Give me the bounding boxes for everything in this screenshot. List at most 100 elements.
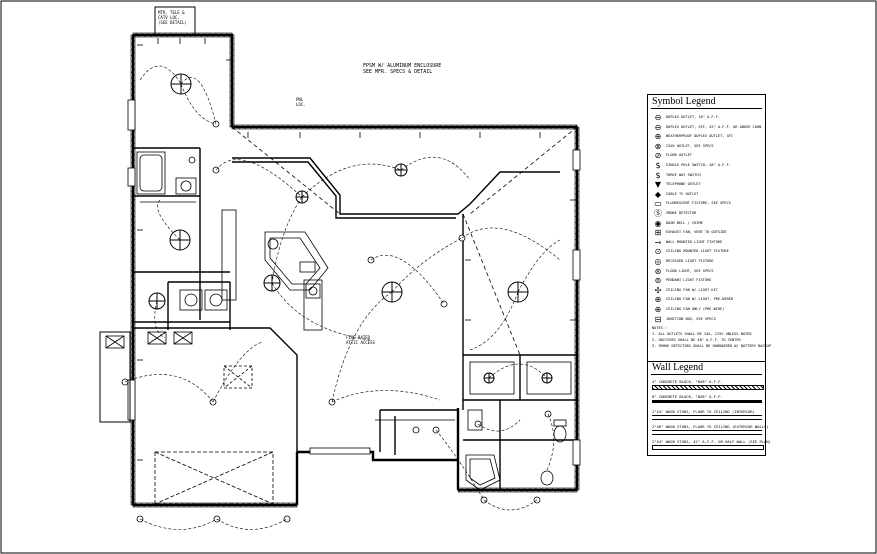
note-item-3: 3. SMOKE DETECTORS SHALL BE HARDWIRED W/… bbox=[652, 344, 771, 348]
cable-jack-icon: ◆ bbox=[654, 189, 662, 199]
attic-note: FIRE RATED ATTIC ACCESS bbox=[346, 335, 375, 345]
meter-note-line-3: (SEE DETAIL) bbox=[158, 20, 187, 25]
wall-legend-divider bbox=[648, 361, 765, 362]
symbol-legend-row: ◆ CABLE TV OUTLET bbox=[652, 190, 764, 199]
symbol-legend-row: ⊕ WEATHERPROOF DUPLEX OUTLET, GFI bbox=[652, 132, 764, 141]
symbol-legend-label: CEILING FAN W/ LIGHT KIT bbox=[666, 287, 718, 292]
fixtures bbox=[99, 6, 578, 505]
wall-legend-label: 8" CONCRETE BLOCK, "8X8" A.F.F. bbox=[652, 394, 723, 399]
special-outlet-icon: ⊗ bbox=[654, 141, 662, 151]
symbol-legend-label: WEATHERPROOF DUPLEX OUTLET, GFI bbox=[666, 134, 734, 139]
outlets bbox=[137, 38, 576, 461]
pendant-light-icon: ⊚ bbox=[654, 276, 662, 286]
symbol-legend-row: ⊞ EXHAUST FAN, VENT TO OUTSIDE bbox=[652, 228, 764, 237]
symbol-legend-label: THREE WAY SWITCH bbox=[666, 172, 701, 177]
symbol-legend-extra-label: CEILING FAN W/ LIGHT, PRE-WIRED bbox=[666, 297, 734, 301]
wall-legend-label: 4" CONCRETE BLOCK, "8X8" A.F.F. bbox=[652, 379, 723, 384]
wall-type-swatch bbox=[652, 415, 762, 420]
symbol-legend-label: EXHAUST FAN, VENT TO OUTSIDE bbox=[666, 230, 727, 235]
wall-type-swatch bbox=[652, 445, 764, 450]
wall-type-swatch bbox=[652, 400, 762, 403]
wall-legend-row: 2"X6" WOOD STUDS, FLOOR TO CEILING (EXTE… bbox=[652, 424, 769, 436]
symbol-legend-label: PENDANT LIGHT FIXTURE bbox=[666, 278, 712, 283]
panel-label: PNL LOC. bbox=[296, 97, 306, 107]
symbol-legend-label: WALL MOUNTED LIGHT FIXTURE bbox=[666, 239, 723, 244]
symbol-legend-row: ◉ DOOR BELL / CHIME bbox=[652, 219, 764, 228]
meter-note-line-2: CATV LOC. bbox=[158, 15, 180, 20]
ceiling-light-icon: ⊙ bbox=[654, 247, 662, 257]
wall-hatching bbox=[130, 32, 580, 508]
wall-legend-row: 2"X4" WOOD STUDS, 42" A.F.F. OR HALF WAL… bbox=[652, 439, 771, 451]
junction-icon: ⊟ bbox=[654, 315, 662, 324]
wall-light-icon: ⊸ bbox=[654, 237, 662, 247]
symbol-legend-label: FLUORESCENT FIXTURE, SEE SPECS bbox=[666, 201, 731, 206]
symbol-legend-row: ✣ CEILING FAN W/ LIGHT KIT bbox=[652, 286, 764, 295]
symbol-legend-label: DUPLEX OUTLET, GFI, 42" A.F.F. OR ABOVE … bbox=[666, 124, 762, 129]
symbol-legend-label: 220V OUTLET, SEE SPECS bbox=[666, 143, 714, 148]
wall-legend-rule bbox=[651, 374, 762, 375]
symbol-legend-row: ⊘ FLOOR OUTLET bbox=[652, 151, 764, 160]
symbol-legend-label: FLOOR OUTLET bbox=[666, 153, 692, 158]
wall-type-swatch bbox=[652, 385, 764, 390]
note-item-1: 1. ALL OUTLETS SHALL BE 15A, 125V UNLESS… bbox=[652, 332, 752, 336]
attic-note-line-1: FIRE RATED bbox=[346, 335, 371, 340]
meter-note-line-1: MTR, TELE & bbox=[158, 10, 185, 15]
notes-title: NOTES : bbox=[652, 326, 668, 330]
enclosure-note-line-1: FPSM W/ ALUMINUM ENCLOSURE bbox=[363, 63, 442, 69]
symbol-legend-label: CABLE TV OUTLET bbox=[666, 191, 699, 196]
wiring-runs bbox=[124, 65, 561, 530]
three-way-switch-icon: $ bbox=[655, 170, 661, 180]
symbol-legend-row: ⊸ WALL MOUNTED LIGHT FIXTURE bbox=[652, 238, 764, 247]
symbol-legend-label: DUPLEX OUTLET, 18" A.F.F. bbox=[666, 115, 721, 119]
symbol-legend-extra-label: JUNCTION BOX, SEE SPECS bbox=[666, 317, 716, 321]
symbol-legend-row: ⊖ DUPLEX OUTLET, GFI, 42" A.F.F. OR ABOVE… bbox=[652, 123, 764, 132]
symbol-legend-row: ◎RECESSED LIGHT FIXTURE bbox=[652, 257, 764, 266]
symbol-legend-extra-row: ⊕ CEILING FAN W/ LIGHT, PRE-WIRED bbox=[652, 295, 764, 304]
symbol-legend-row: $ THREE WAY SWITCH bbox=[652, 171, 764, 180]
note-item-2: 2. SWITCHES SHALL BE 48" A.F.F. TO CENTE… bbox=[652, 338, 741, 342]
doorbell-icon: ◉ bbox=[654, 218, 662, 228]
light-fixtures bbox=[121, 120, 552, 523]
symbol-legend-title: Symbol Legend bbox=[652, 96, 716, 107]
symbol-legend-row: ⊖DUPLEX OUTLET, 18" A.F.F. bbox=[652, 113, 764, 122]
symbol-legend-label: CEILING MOUNTED LIGHT FIXTURE bbox=[666, 249, 729, 254]
wall-legend-row: 8" CONCRETE BLOCK, "8X8" A.F.F. bbox=[652, 394, 764, 406]
symbol-legend-extra-label: CEILING FAN ONLY (PRE-WIRE) bbox=[666, 307, 725, 311]
panel-label-line-2: LOC. bbox=[296, 102, 306, 107]
meter-note: MTR, TELE & CATV LOC. (SEE DETAIL) bbox=[158, 10, 187, 25]
phone-jack-icon: ▼ bbox=[654, 180, 662, 190]
fan-light-combo-icon: ⊕ bbox=[654, 295, 662, 304]
wall-legend-label: 2"X4" WOOD STUDS, 42" A.F.F. OR HALF WAL… bbox=[652, 439, 771, 444]
symbol-legend-label: RECESSED LIGHT FIXTURE bbox=[666, 259, 714, 263]
symbol-legend-extra-row: ⊟ JUNCTION BOX, SEE SPECS bbox=[652, 315, 764, 324]
wall-type-swatch bbox=[652, 430, 762, 435]
switch-icon: $ bbox=[655, 161, 661, 170]
panel-label-line-1: PNL bbox=[296, 97, 304, 102]
windows bbox=[127, 99, 581, 466]
attic-note-line-2: ATTIC ACCESS bbox=[346, 340, 375, 345]
symbol-legend-row: ⊗ 220V OUTLET, SEE SPECS bbox=[652, 142, 764, 151]
wall-legend-title: Wall Legend bbox=[652, 362, 704, 373]
symbol-legend-label: SMOKE DETECTOR bbox=[666, 211, 697, 215]
symbol-legend-row: ⊛FLOOD LIGHT, SEE SPECS bbox=[652, 267, 764, 276]
symbol-legend-rule bbox=[651, 108, 762, 109]
exhaust-fan-icon: ⊞ bbox=[654, 228, 662, 238]
fan-only-icon: ⊕ bbox=[654, 305, 662, 314]
gfi-outlet-icon: ⊖ bbox=[654, 122, 662, 132]
symbol-legend-row: ⊚ PENDANT LIGHT FIXTURE bbox=[652, 276, 764, 285]
symbol-legend-label: FLOOD LIGHT, SEE SPECS bbox=[666, 268, 714, 273]
symbol-legend-row: ▼TELEPHONE OUTLET bbox=[652, 180, 764, 189]
floor-outlet-icon: ⊘ bbox=[654, 151, 662, 161]
symbol-legend-row: ⊙ CEILING MOUNTED LIGHT FIXTURE bbox=[652, 247, 764, 256]
wall-legend-label: 2"X6" WOOD STUDS, FLOOR TO CEILING (EXTE… bbox=[652, 424, 769, 429]
fluorescent-icon: ▭ bbox=[654, 199, 662, 209]
symbol-legend-label: DOOR BELL / CHIME bbox=[666, 220, 703, 225]
ceiling-fan-icon: ✣ bbox=[654, 285, 662, 295]
enclosure-note: FPSM W/ ALUMINUM ENCLOSURE SEE MFR. SPEC… bbox=[363, 63, 441, 75]
symbol-legend-extra-row: ⊕ CEILING FAN ONLY (PRE-WIRE) bbox=[652, 305, 764, 314]
weatherproof-outlet-icon: ⊕ bbox=[654, 132, 662, 142]
interior-walls bbox=[133, 147, 577, 490]
